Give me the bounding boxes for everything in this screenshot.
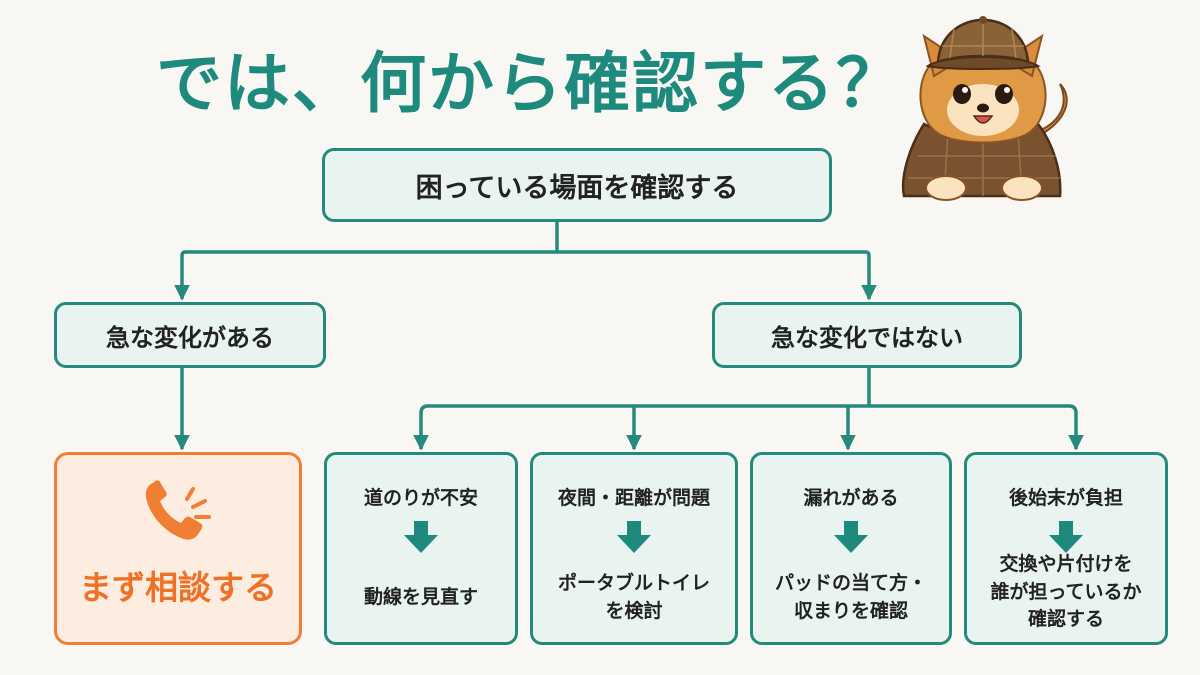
- leaf-action: 交換や片付けを 誰が担っているか 確認する: [990, 553, 1142, 631]
- down-arrow-icon: [617, 521, 651, 553]
- leaf-head: 道のりが不安: [363, 487, 478, 509]
- branch-not-sudden: 急な変化ではない: [712, 302, 1022, 368]
- root-box-label: 困っている場面を確認する: [415, 172, 739, 204]
- down-arrow-icon: [404, 521, 438, 553]
- page-title: では、何から確認する？: [156, 45, 904, 122]
- leaf-head: 漏れがある: [803, 487, 899, 509]
- leaf-action: 動線を見直す: [363, 585, 478, 608]
- leaf-night-distance: 夜間・距離が問題 ポータブルトイレ を検討: [530, 452, 738, 645]
- root-box: 困っている場面を確認する: [322, 148, 832, 222]
- branch-not-sudden-label: 急な変化ではない: [771, 323, 963, 352]
- down-arrow-icon: [1049, 521, 1083, 553]
- phone-icon: [145, 480, 211, 540]
- leaf-cleanup-burden: 後始末が負担 交換や片付けを 誰が担っているか 確認する: [964, 452, 1168, 645]
- leaf-action: ポータブルトイレ を検討: [557, 571, 710, 622]
- connector-root-left: [174, 222, 559, 301]
- connector-root-right: [557, 250, 877, 301]
- consult-label: まず相談する: [79, 568, 277, 607]
- leaf-leakage: 漏れがある パッドの当て方・ 収まりを確認: [750, 452, 952, 645]
- down-arrow-icon: [834, 521, 868, 553]
- branch-sudden-change: 急な変化がある: [54, 302, 326, 368]
- leaf-head: 夜間・距離が問題: [557, 487, 710, 509]
- connector-leaf-4: [869, 404, 1084, 451]
- branch-sudden-change-label: 急な変化がある: [106, 323, 274, 352]
- dog-detective-illustration: [901, 16, 1068, 201]
- leaf-route-anxiety: 道のりが不安 動線を見直す: [324, 452, 518, 645]
- leaf-head: 後始末が負担: [1008, 487, 1123, 509]
- consult-box: まず相談する: [54, 452, 302, 645]
- leaf-action: パッドの当て方・ 収まりを確認: [774, 571, 927, 622]
- connector-leaf-1: [413, 404, 869, 451]
